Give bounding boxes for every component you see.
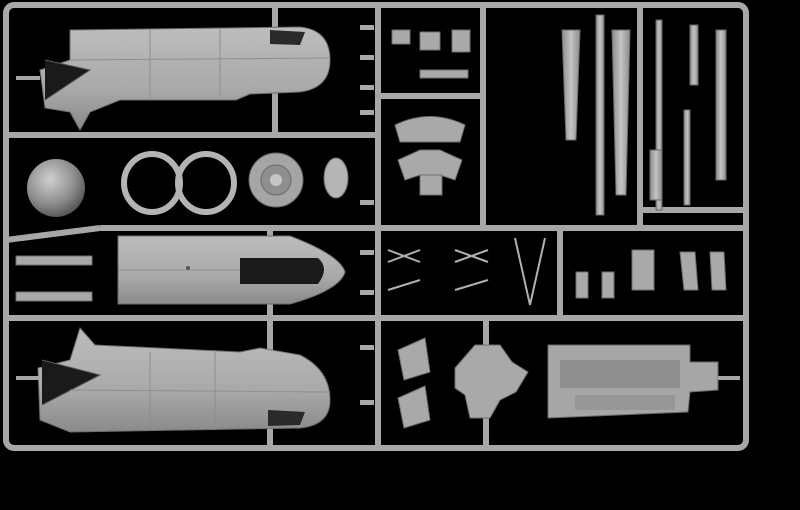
gate-studs bbox=[360, 25, 374, 405]
bomb-bay-parts bbox=[397, 337, 529, 429]
small-bars bbox=[15, 255, 93, 302]
belly-panel bbox=[117, 235, 346, 305]
cockpit-parts bbox=[391, 29, 471, 196]
propeller-parts bbox=[387, 237, 546, 306]
cockpit-floor bbox=[547, 344, 740, 419]
fuselage-half-bottom bbox=[16, 327, 331, 433]
small-fittings bbox=[575, 249, 727, 299]
twin-rings bbox=[121, 151, 237, 215]
landing-gear-struts bbox=[561, 14, 727, 216]
turret-dome bbox=[27, 159, 85, 217]
engine-disc bbox=[248, 152, 304, 208]
canopy-oval bbox=[323, 157, 349, 199]
fuselage-half-top bbox=[16, 26, 331, 132]
